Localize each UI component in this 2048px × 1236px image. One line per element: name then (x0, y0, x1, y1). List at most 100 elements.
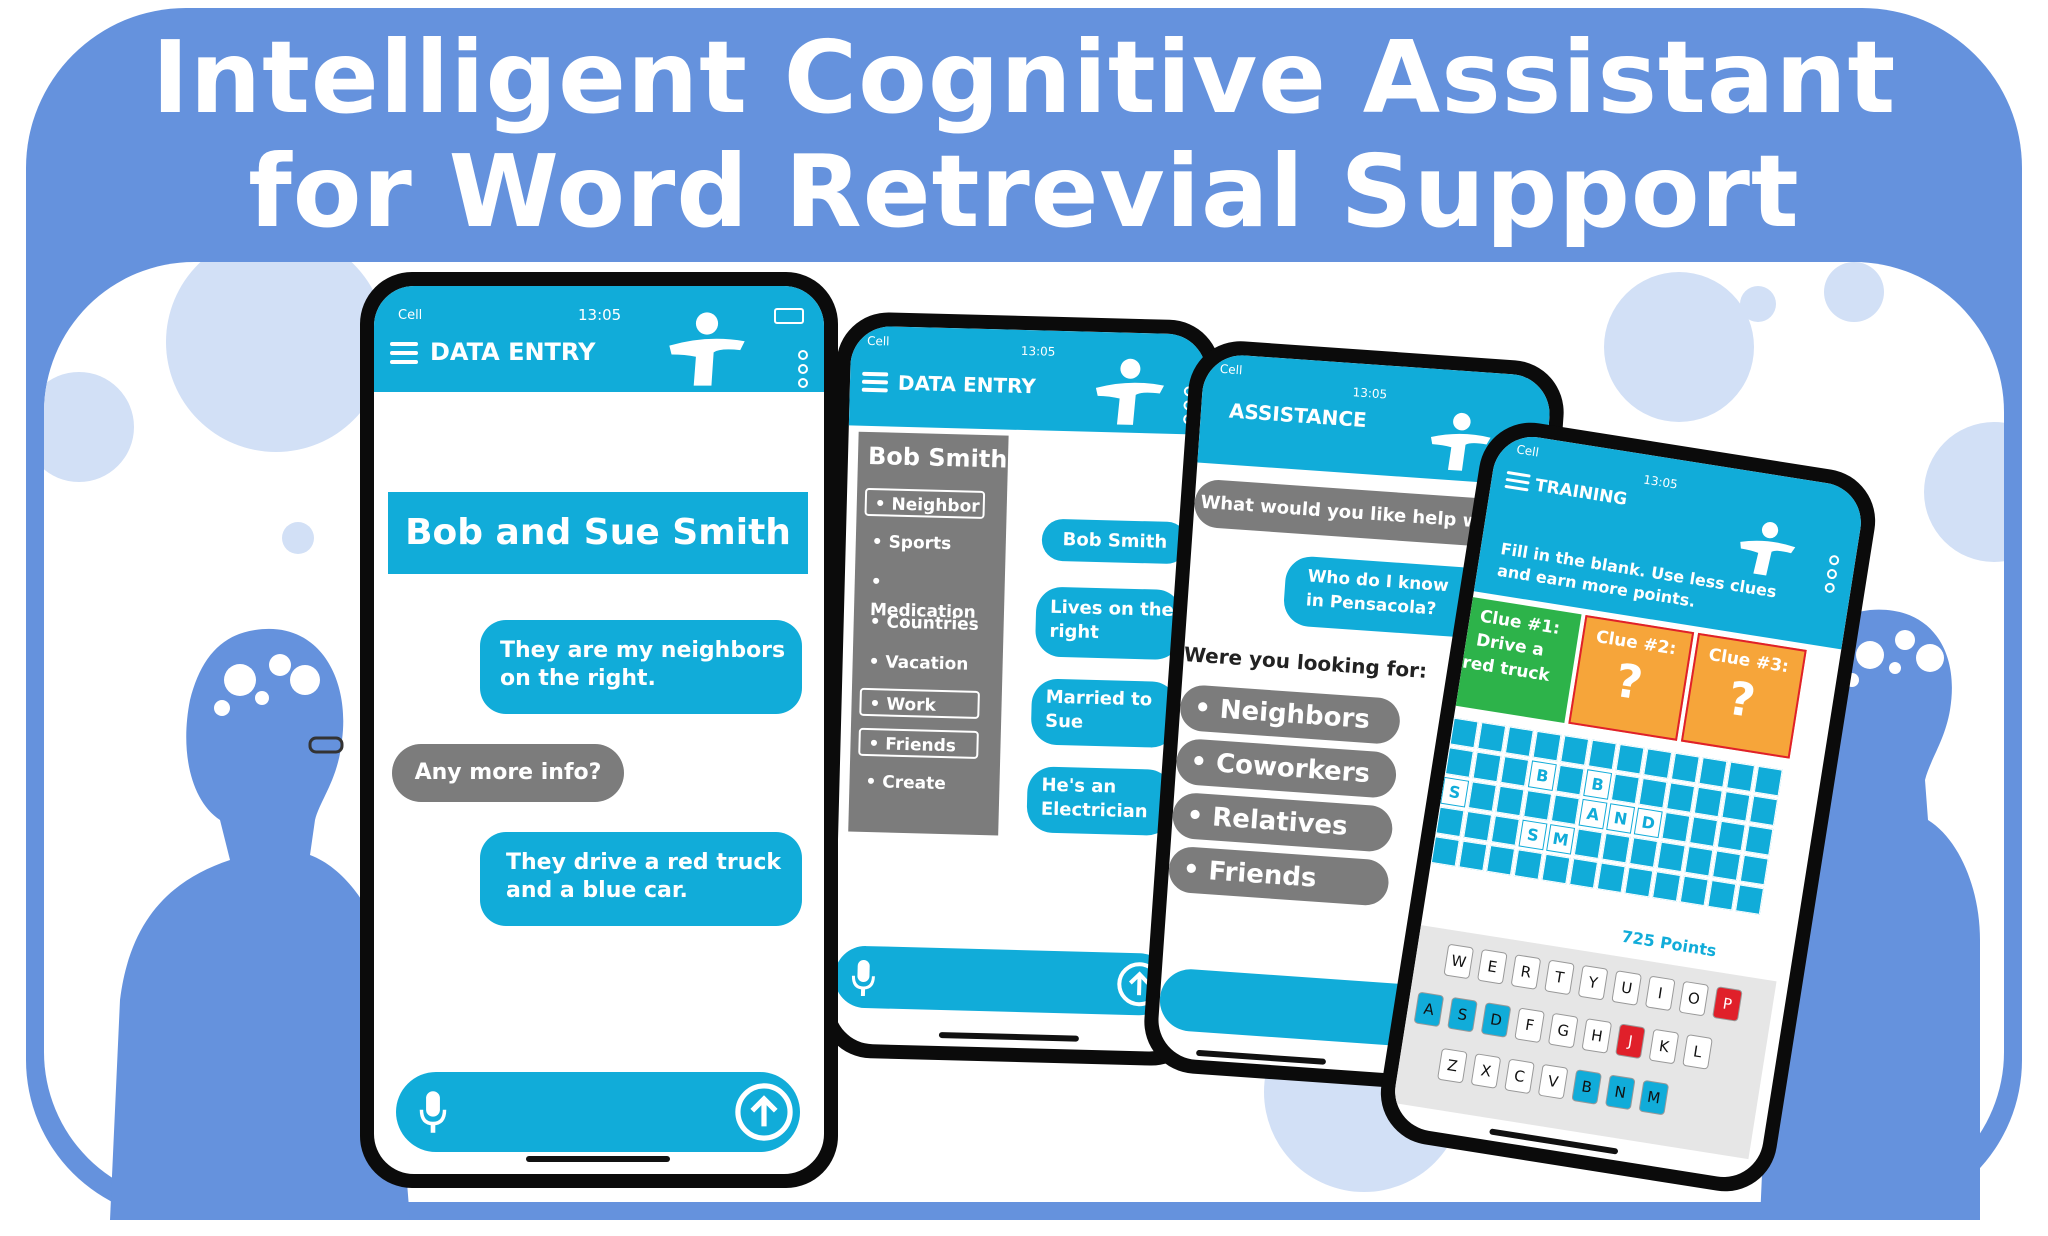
phone1-input-bar[interactable] (396, 1072, 800, 1152)
puzzle-cell[interactable] (1430, 836, 1460, 867)
key-y[interactable]: Y (1577, 964, 1609, 1001)
puzzle-cell[interactable] (1712, 850, 1741, 881)
key-i[interactable]: I (1644, 975, 1676, 1012)
puzzle-cell[interactable] (1435, 806, 1465, 838)
phone2-menu-item[interactable]: • Create (865, 771, 947, 795)
puzzle-cell[interactable] (1726, 761, 1756, 793)
phone4-more-icon[interactable] (1823, 554, 1840, 597)
key-n[interactable]: N (1604, 1074, 1636, 1111)
key-t[interactable]: T (1544, 959, 1575, 996)
puzzle-cell[interactable] (1500, 756, 1530, 787)
puzzle-cell[interactable] (1666, 782, 1696, 813)
puzzle-cell[interactable] (1707, 879, 1737, 911)
puzzle-cell[interactable] (1513, 849, 1543, 880)
puzzle-cell[interactable] (1716, 820, 1746, 852)
puzzle-cell[interactable] (1656, 841, 1686, 873)
puzzle-cell[interactable]: A (1578, 798, 1608, 830)
phone3-option-friends[interactable]: • Friends (1167, 845, 1391, 907)
key-l[interactable]: L (1682, 1034, 1713, 1070)
puzzle-cell[interactable] (1735, 884, 1764, 915)
puzzle-cell[interactable] (1753, 765, 1783, 797)
puzzle-cell[interactable] (1444, 747, 1474, 778)
key-b[interactable]: B (1571, 1069, 1603, 1105)
puzzle-cell[interactable] (1458, 840, 1488, 872)
phone4-clue-2[interactable]: Clue #2: ? (1568, 614, 1695, 741)
puzzle-cell[interactable] (1490, 815, 1520, 846)
puzzle-cell[interactable] (1523, 790, 1553, 821)
puzzle-cell[interactable] (1749, 795, 1779, 827)
key-g[interactable]: G (1547, 1012, 1579, 1049)
phone1-more-icon[interactable] (798, 350, 808, 392)
phone2-microphone-icon[interactable] (850, 958, 877, 999)
phone2-menu-icon[interactable] (861, 371, 889, 393)
phone2-menu-item[interactable]: • Medication (869, 572, 976, 623)
key-j[interactable]: J (1615, 1023, 1646, 1060)
phone4-menu-icon[interactable] (1504, 470, 1531, 492)
puzzle-cell[interactable] (1739, 854, 1769, 886)
key-u[interactable]: U (1611, 970, 1643, 1006)
phone1-send-icon[interactable] (734, 1082, 794, 1142)
puzzle-cell[interactable]: B (1527, 760, 1557, 792)
key-h[interactable]: H (1581, 1018, 1613, 1054)
puzzle-cell[interactable] (1477, 722, 1507, 753)
puzzle-cell[interactable] (1587, 739, 1617, 771)
puzzle-cell[interactable] (1638, 777, 1668, 809)
key-f[interactable]: F (1514, 1007, 1545, 1044)
key-e[interactable]: E (1476, 948, 1508, 985)
puzzle-cell[interactable] (1555, 764, 1585, 796)
puzzle-cell[interactable]: S (1440, 776, 1470, 808)
key-w[interactable]: W (1443, 943, 1475, 980)
puzzle-cell[interactable] (1643, 748, 1673, 779)
key-m[interactable]: M (1638, 1079, 1670, 1116)
key-a[interactable]: A (1413, 991, 1445, 1028)
puzzle-cell[interactable] (1601, 832, 1631, 864)
phone2-menu-item[interactable]: • Vacation (868, 652, 969, 675)
puzzle-cell[interactable] (1486, 844, 1516, 876)
phone2-menu-item[interactable]: • Countries (869, 612, 980, 635)
phone4-clue-3[interactable]: Clue #3: ? (1680, 632, 1807, 759)
phone4-clue-1[interactable]: Clue #1: Drive a red truck (1455, 597, 1582, 724)
puzzle-cell[interactable] (1661, 811, 1691, 843)
key-c[interactable]: C (1504, 1058, 1535, 1095)
key-d[interactable]: D (1480, 1002, 1512, 1038)
puzzle-cell[interactable] (1629, 837, 1659, 868)
puzzle-cell[interactable] (1504, 726, 1534, 757)
puzzle-cell[interactable] (1463, 810, 1493, 842)
phone1-menu-icon[interactable] (390, 342, 418, 364)
puzzle-cell[interactable] (1541, 853, 1571, 885)
phone2-menu-item[interactable]: • Sports (871, 532, 952, 555)
puzzle-cell[interactable] (1596, 862, 1626, 894)
phone2-menu-item[interactable]: • Neighbor (864, 487, 986, 520)
puzzle-cell[interactable] (1610, 773, 1640, 805)
phone1-microphone-icon[interactable] (418, 1088, 448, 1136)
phone3-option-neighbors[interactable]: • Neighbors (1178, 683, 1402, 746)
key-o[interactable]: O (1678, 980, 1710, 1017)
puzzle-cell[interactable]: M (1546, 824, 1576, 855)
puzzle-cell[interactable] (1615, 743, 1645, 775)
puzzle-cell[interactable] (1532, 730, 1562, 762)
phone3-option-coworkers[interactable]: • Coworkers (1174, 737, 1398, 800)
puzzle-cell[interactable]: D (1633, 807, 1663, 839)
key-r[interactable]: R (1510, 954, 1542, 990)
puzzle-cell[interactable] (1569, 858, 1599, 889)
phone2-input-bar[interactable] (833, 945, 1172, 1017)
puzzle-cell[interactable] (1495, 785, 1525, 817)
puzzle-cell[interactable] (1573, 828, 1603, 860)
key-z[interactable]: Z (1437, 1047, 1468, 1084)
key-x[interactable]: X (1470, 1053, 1502, 1089)
puzzle-cell[interactable] (1652, 871, 1681, 902)
puzzle-cell[interactable] (1560, 735, 1590, 766)
puzzle-cell[interactable]: N (1606, 803, 1636, 834)
puzzle-cell[interactable]: S (1518, 819, 1548, 851)
puzzle-cell[interactable] (1624, 866, 1654, 898)
key-s[interactable]: S (1447, 996, 1478, 1033)
phone2-menu-item[interactable]: • Work (859, 687, 980, 719)
key-k[interactable]: K (1648, 1028, 1680, 1065)
puzzle-cell[interactable] (1684, 845, 1714, 877)
puzzle-cell[interactable] (1689, 816, 1719, 847)
key-p[interactable]: P (1712, 986, 1743, 1022)
puzzle-cell[interactable]: B (1583, 769, 1613, 800)
puzzle-cell[interactable] (1467, 781, 1497, 812)
puzzle-cell[interactable] (1679, 875, 1709, 907)
